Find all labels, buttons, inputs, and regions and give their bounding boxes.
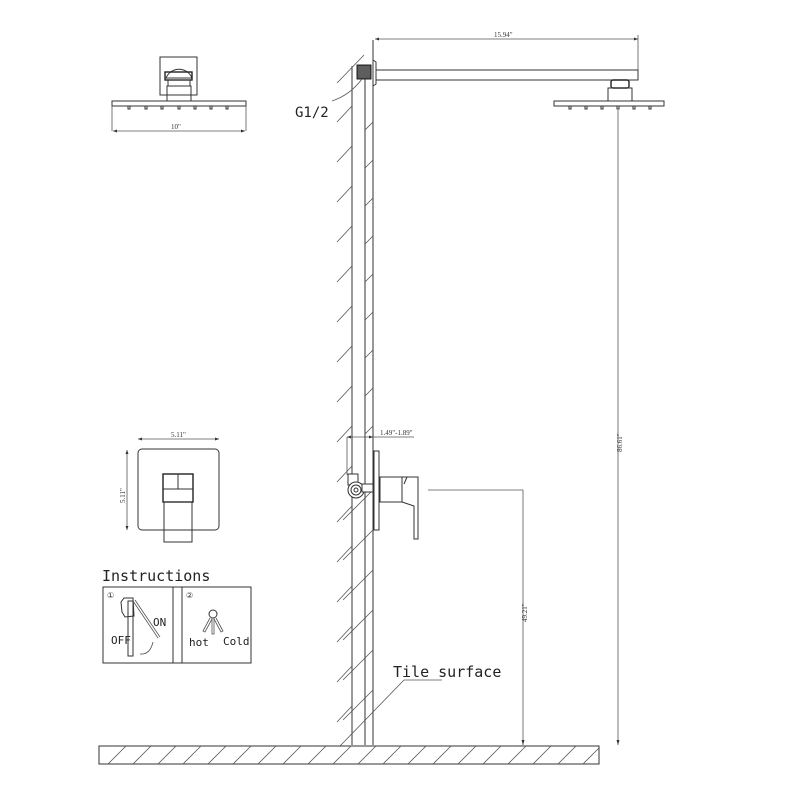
shower-head-front-view: 10" [111, 56, 247, 133]
inlet-fitting: G1/2 [295, 59, 377, 121]
valve-depth-dimension: 1.49"-1.89" [380, 429, 413, 437]
step2-number: ② [186, 591, 193, 600]
trim-plate-front-view: 5.11" 5.11" [119, 431, 220, 543]
valve-height-dimension-line: 49.21" [428, 489, 529, 745]
instructions-panel: Instructions ① ON OFF ② hot Cold [102, 567, 252, 664]
shower-head-side-view [553, 79, 665, 110]
floor-section [98, 745, 600, 765]
instructions-title: Instructions [102, 567, 210, 585]
wall-section [336, 40, 374, 745]
mixing-valve-side-view: 1.49"-1.89" [346, 429, 419, 540]
tile-surface-callout: Tile surface [339, 663, 501, 747]
step2-hot-label: hot [189, 636, 209, 649]
shower-arm: 15.94" [375, 31, 639, 81]
step1-off-label: OFF [111, 634, 131, 647]
trim-plate-height-dimension: 5.11" [119, 488, 127, 503]
tile-surface-label: Tile surface [393, 663, 501, 681]
shower-head-height-dimension: 86.61" [616, 433, 624, 452]
step1-on-label: ON [153, 616, 166, 629]
arm-length-dimension: 15.94" [494, 31, 513, 39]
shower-head-width-dimension: 10" [171, 123, 181, 131]
inlet-thread-label: G1/2 [295, 105, 329, 121]
shower-head-height-dimension-line: 86.61" [616, 110, 624, 745]
step1-number: ① [107, 591, 114, 600]
valve-height-dimension: 49.21" [521, 603, 529, 622]
trim-plate-width-dimension: 5.11" [171, 431, 186, 439]
step2-cold-label: Cold [223, 635, 250, 648]
